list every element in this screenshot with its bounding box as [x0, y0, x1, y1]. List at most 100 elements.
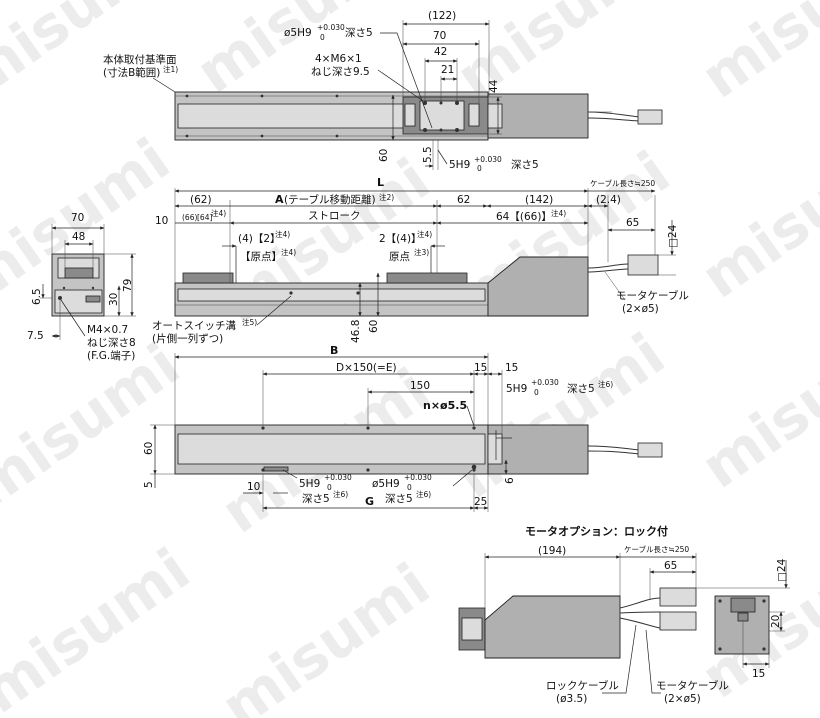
dim-top-70: 70: [433, 30, 446, 42]
svg-text:深さ5: 深さ5: [385, 493, 413, 505]
dim-top-21: 21: [441, 64, 454, 76]
watermark: misumi: [689, 120, 820, 311]
label-mount-reference: 本体取付基準面: [103, 53, 177, 66]
option-motor-body: [484, 595, 621, 659]
dim-option-24: □24: [776, 558, 788, 582]
label-side-origin-right: 原点: [389, 251, 410, 263]
label-side-motor-cable-spec: (2×ø5): [622, 303, 659, 315]
side-connector: [627, 254, 659, 276]
motor-option-title: モータオプション：ロック付: [525, 524, 668, 538]
dim-top-5-5: 5.5: [422, 146, 434, 163]
svg-text:(テーブル移動距離): (テーブル移動距離): [284, 193, 376, 206]
svg-text:0: 0: [327, 483, 332, 492]
dim-side-10: 10: [155, 215, 168, 227]
svg-text:+0.030: +0.030: [404, 473, 432, 482]
dim-side-stroke: ストローク: [308, 210, 361, 222]
dim-bottom-60: 60: [143, 442, 155, 455]
dim-side-62: 62: [457, 194, 470, 206]
svg-text:注3): 注3): [414, 247, 429, 257]
dim-side-A: A: [275, 193, 284, 206]
option-connector-lower: [659, 611, 697, 631]
label-screw: 4×M6×1: [315, 53, 362, 65]
label-option-motor-cable: モータケーブル: [656, 679, 729, 692]
svg-text:深さ5: 深さ5: [567, 383, 595, 395]
dim-side-46-8: 46.8: [350, 320, 362, 343]
svg-text:0: 0: [407, 483, 412, 492]
dim-side-2-4: (2.4): [596, 194, 621, 206]
watermark: misumi: [209, 550, 442, 718]
dim-end-79: 79: [122, 279, 134, 292]
motor-option: モータオプション：ロック付 (194) ケーブル長さ≒250 65 □24: [458, 524, 790, 705]
dim-side-60: 60: [368, 320, 380, 333]
dim-option-cable-length: ケーブル長さ≒250: [624, 544, 689, 554]
option-connector-upper: [659, 587, 697, 607]
dim-end-70: 70: [71, 212, 84, 224]
dim-bottom-6: 6: [504, 477, 516, 484]
side-motor: [487, 256, 589, 317]
label-side-right-2-4: 2【(4)】: [379, 233, 422, 245]
svg-text:+0.030: +0.030: [474, 155, 502, 164]
top-table-inner: [419, 100, 465, 131]
dim-option-20: 20: [770, 615, 782, 628]
svg-text:注4): 注4): [551, 208, 566, 218]
svg-text:+0.030: +0.030: [324, 473, 352, 482]
dim-side-cable-length: ケーブル長さ≒250: [590, 178, 655, 188]
label-mount-reference-range: (寸法B範囲): [103, 66, 160, 79]
svg-text:注6): 注6): [416, 489, 431, 499]
dim-side-66: (66): [182, 213, 197, 222]
label-fg-depth: ねじ深さ8: [87, 337, 136, 349]
watermark: misumi: [184, 0, 417, 106]
dim-bottom-25: 25: [474, 496, 487, 508]
dim-top-44: 44: [488, 79, 500, 93]
dim-bottom-15b: 15: [505, 362, 518, 374]
svg-text:深さ5: 深さ5: [345, 27, 373, 39]
top-motor: [487, 93, 589, 139]
watermark: misumi: [0, 535, 202, 718]
dim-top-42: 42: [434, 46, 447, 58]
watermark: misumi: [444, 320, 677, 511]
label-auto-switch-row: (片側一列ずつ): [152, 332, 223, 345]
dim-side-65: 65: [626, 217, 639, 229]
label-bottom-hole-right: ø5H9: [372, 478, 400, 490]
dim-side-L: L: [377, 176, 384, 189]
svg-text:注4): 注4): [417, 229, 432, 239]
label-fg-terminal: (F.G.端子): [87, 349, 135, 362]
dim-side-62-paren: (62): [190, 194, 212, 206]
label-bottom-slot-left: 5H9: [299, 478, 320, 490]
label-lock-cable: ロックケーブル: [546, 679, 619, 692]
top-body-holes: [185, 94, 339, 138]
svg-text:0: 0: [477, 164, 482, 173]
label-lock-cable-spec: (ø3.5): [556, 693, 587, 705]
bottom-motor: [487, 424, 589, 475]
dim-bottom-15a: 15: [474, 362, 487, 374]
label-option-motor-cable-spec: (2×ø5): [664, 693, 701, 705]
top-view: (122) 70 42 21 44 60 5.5 本体取付基準面 (寸法B範囲)…: [103, 10, 663, 173]
dim-bottom-G: G: [365, 495, 374, 508]
dim-end-48: 48: [72, 231, 85, 243]
svg-text:深さ5: 深さ5: [302, 493, 330, 505]
dim-bottom-B: B: [330, 344, 338, 357]
svg-text:深さ5: 深さ5: [511, 159, 539, 171]
bottom-locating-hole-icon: [471, 464, 477, 470]
dim-side-64-66: 64【(66)】: [496, 211, 552, 223]
dim-option-15: 15: [752, 668, 765, 680]
label-side-motor-cable: モータケーブル: [616, 289, 689, 302]
side-table-left: [182, 272, 234, 284]
dim-side-142: (142): [525, 194, 553, 206]
bottom-connector: [637, 442, 663, 458]
svg-text:[64]: [64]: [197, 213, 212, 222]
dim-end-6-5: 6.5: [31, 288, 43, 305]
end-view: 70 48 79 30 6.5 7.5 M4×0.7 ねじ深さ8 (F.G.端子…: [27, 212, 136, 362]
dim-bottom-10: 10: [247, 481, 260, 493]
svg-text:注4): 注4): [281, 247, 296, 257]
svg-text:注6): 注6): [598, 379, 613, 389]
top-connector: [637, 109, 663, 125]
label-hole-top: ø5H9: [284, 27, 312, 39]
label-bottom-slot-top: 5H9: [506, 383, 527, 395]
watermark: misumi: [689, 310, 820, 501]
dim-top-60: 60: [378, 149, 390, 162]
dim-bottom-150: 150: [410, 380, 430, 392]
svg-text:+0.030: +0.030: [531, 378, 559, 387]
dim-option-194: (194): [538, 545, 566, 557]
dim-top-122: (122): [428, 10, 456, 22]
